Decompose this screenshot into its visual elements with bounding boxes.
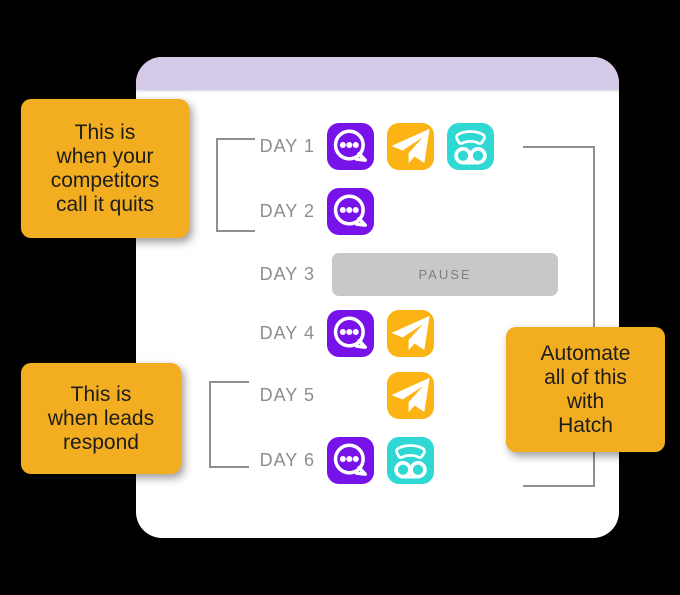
bracket-days-1-2 [216,138,255,232]
day-3-label: DAY 3 [259,264,315,284]
day-6-label: DAY 6 [259,450,315,470]
callout-line: Hatch [558,413,613,437]
callout-line: all of this [544,365,627,389]
callout-line: when leads [47,406,155,430]
callout-line: competitors [50,168,160,192]
day-1-label: DAY 1 [259,136,315,156]
chat-icon [327,123,374,170]
callout-line: Automate [540,341,631,365]
send-icon [387,310,434,357]
day-6-icons [327,437,434,484]
callout-competitors-quit: This is when your competitors call it qu… [21,99,189,238]
chat-icon [327,188,374,235]
bracket-days-5-6 [209,381,249,468]
callout-line: This is [70,382,132,406]
chat-icon [327,310,374,357]
callout-line: This is [74,120,136,144]
day-5-label: DAY 5 [259,385,315,405]
callout-line: respond [63,430,139,454]
callout-automate-hatch: Automate all of this with Hatch [506,327,665,452]
callout-line: when your [56,144,154,168]
bracket-all-days [523,146,595,487]
send-icon [387,123,434,170]
day-4-icons [327,310,434,357]
callout-line: with [566,389,605,413]
callout-line: call it quits [55,192,155,216]
voicemail-icon [447,123,494,170]
chat-icon [327,437,374,484]
callout-leads-respond: This is when leads respond [21,363,181,474]
day-4-label: DAY 4 [259,323,315,343]
day-1-icons [327,123,494,170]
pause-bar: PAUSE [332,253,558,296]
sequence-card [136,57,619,538]
send-icon [387,372,434,419]
day-2-icons [327,188,374,235]
voicemail-icon [387,437,434,484]
day-5-icons [327,372,434,419]
day-2-label: DAY 2 [259,201,315,221]
card-header-bar [136,57,619,90]
